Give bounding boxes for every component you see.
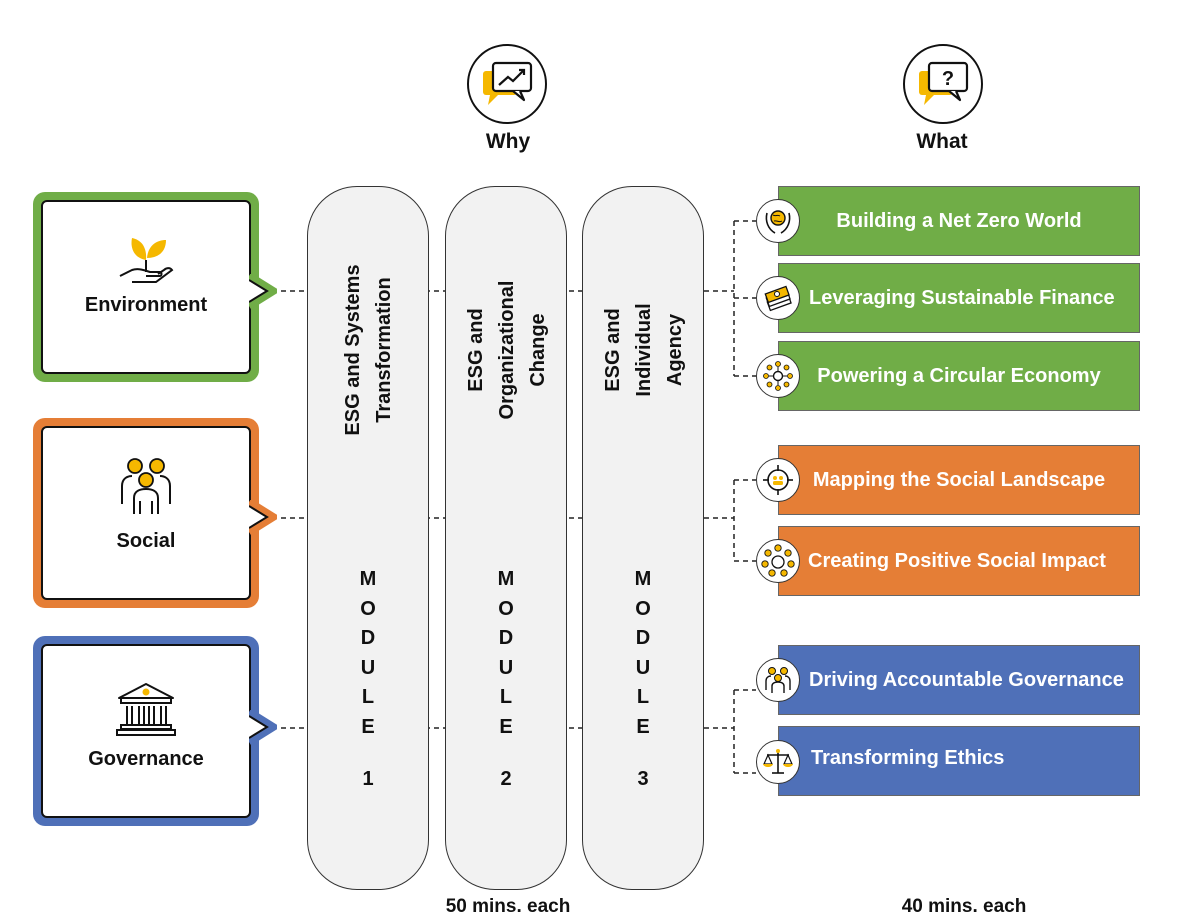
what-label: What	[916, 130, 968, 153]
module-letter: D	[360, 627, 376, 649]
pillar-social-pointer	[249, 500, 277, 536]
topic-sustainable-finance-label: Leveraging Sustainable Finance	[809, 286, 1115, 309]
topic-transforming-ethics: Transforming Ethics	[778, 726, 1140, 796]
leader-group-icon	[756, 658, 800, 702]
topic-net-zero: Building a Net Zero World	[778, 186, 1140, 256]
money-stack-icon	[756, 276, 800, 320]
module-letter: D	[498, 627, 514, 649]
courthouse-icon	[116, 683, 176, 736]
module-1-title: ESG and Systems Transformation	[342, 264, 395, 436]
topics-duration: 40 mins. each	[901, 896, 1027, 917]
pillar-governance-pointer	[249, 710, 277, 746]
module-letter: L	[499, 686, 513, 708]
module-number: 2	[500, 768, 512, 790]
topic-accountable-governance: Driving Accountable Governance	[778, 645, 1140, 715]
community-ring-icon	[756, 539, 800, 583]
network-circle-icon	[756, 354, 800, 398]
module-3-title: ESG and Individual Agency	[601, 303, 686, 397]
topic-social-impact-label: Creating Positive Social Impact	[808, 549, 1106, 572]
module-letter: E	[636, 715, 650, 738]
balance-scale-icon	[756, 740, 800, 784]
pillar-social-label: Social	[116, 530, 176, 552]
topic-transforming-ethics-label: Transforming Ethics	[811, 747, 1005, 769]
pillar-environment: Environment	[33, 192, 259, 382]
module-letter: O	[635, 597, 651, 620]
topic-social-landscape: Mapping the Social Landscape	[778, 445, 1140, 515]
topic-sustainable-finance: Leveraging Sustainable Finance	[778, 263, 1140, 333]
module-letter: L	[361, 686, 375, 708]
target-people-icon	[756, 458, 800, 502]
module-letter: M	[497, 568, 515, 590]
module-letter: D	[635, 627, 651, 649]
module-letter: E	[499, 715, 513, 738]
why-label: Why	[485, 130, 531, 153]
topic-circular-economy: Powering a Circular Economy	[778, 341, 1140, 411]
module-letter: M	[634, 568, 652, 590]
pillar-social: Social	[33, 418, 259, 608]
module-letter: E	[361, 715, 375, 738]
module-2-title: ESG and Organizational Change	[464, 280, 549, 420]
module-letter: O	[498, 597, 514, 620]
chat-question-icon: ?	[903, 44, 983, 124]
pillar-environment-label: Environment	[84, 294, 208, 316]
topic-net-zero-label: Building a Net Zero World	[836, 209, 1082, 232]
svg-text:?: ?	[942, 68, 954, 90]
module-letter: U	[360, 656, 376, 679]
topic-social-landscape-label: Mapping the Social Landscape	[812, 468, 1106, 491]
pillar-governance: Governance	[33, 636, 259, 826]
module-letter: U	[635, 656, 651, 679]
globe-hands-icon	[756, 199, 800, 243]
plant-hand-icon	[119, 238, 174, 283]
topic-accountable-governance-label: Driving Accountable Governance	[809, 668, 1124, 691]
module-number: 3	[637, 768, 649, 790]
topic-social-impact: Creating Positive Social Impact	[778, 526, 1140, 596]
module-letter: O	[360, 597, 376, 620]
modules-duration: 50 mins. each	[445, 896, 571, 917]
module-number: 1	[362, 768, 374, 790]
pillar-governance-label: Governance	[88, 748, 204, 770]
pillar-environment-pointer	[249, 274, 277, 310]
module-letter: L	[636, 686, 650, 708]
module-letter: U	[498, 656, 514, 679]
topic-circular-economy-label: Powering a Circular Economy	[817, 364, 1101, 387]
module-letter: M	[359, 568, 377, 590]
chat-trend-icon	[467, 44, 547, 124]
people-group-icon	[121, 458, 171, 514]
